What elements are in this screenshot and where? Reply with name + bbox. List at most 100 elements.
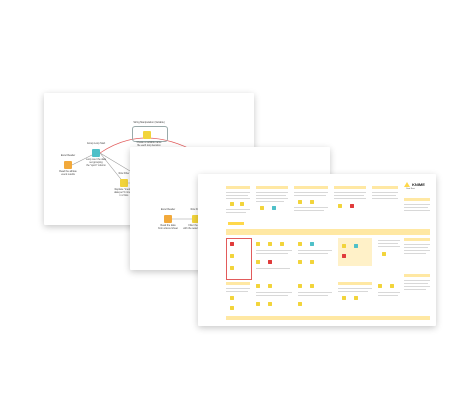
text-line xyxy=(256,253,288,254)
node-icon xyxy=(230,242,234,246)
node-metanode[interactable] xyxy=(143,131,151,139)
section-header xyxy=(404,198,430,201)
text-line xyxy=(372,198,398,199)
node-icon xyxy=(268,284,272,288)
node-excel-reader[interactable] xyxy=(164,215,172,223)
text-line xyxy=(226,192,250,193)
highlight-box xyxy=(226,238,252,280)
node-icon xyxy=(342,296,346,300)
node-group-loop-start[interactable] xyxy=(92,149,100,157)
brand-logo: KNIME xyxy=(412,182,425,187)
text-line xyxy=(404,289,426,290)
text-line xyxy=(404,253,426,254)
node-icon xyxy=(230,296,234,300)
text-line xyxy=(404,250,430,251)
text-line xyxy=(378,292,400,293)
text-line xyxy=(256,292,292,293)
node-icon xyxy=(390,284,394,288)
text-line xyxy=(378,240,400,241)
section-header xyxy=(256,186,288,189)
node-icon xyxy=(268,260,272,264)
node-icon xyxy=(298,302,302,306)
node-label-bottom: Read the athlete event results xyxy=(59,170,77,176)
header-text: Cheat Sheet xyxy=(406,189,415,190)
cheat-sheet-poster: KNIME Cheat Sheet xyxy=(198,174,436,326)
node-label-bottom: Loop over the data set grouping the "spo… xyxy=(86,158,106,167)
node-label-top: Excel Reader xyxy=(60,154,76,157)
text-line xyxy=(378,243,398,244)
text-line xyxy=(338,288,372,289)
node-icon xyxy=(310,242,314,246)
text-line xyxy=(334,195,364,196)
node-icon xyxy=(260,206,264,210)
node-row-filter[interactable] xyxy=(120,179,128,187)
text-line xyxy=(378,295,398,296)
node-icon xyxy=(256,302,260,306)
node-icon xyxy=(230,266,234,270)
text-line xyxy=(256,268,290,269)
node-icon xyxy=(338,204,342,208)
node-icon xyxy=(310,260,314,264)
node-label-bottom: Read the data from a Excel sheet xyxy=(158,224,178,230)
node-icon xyxy=(256,260,260,264)
node-icon xyxy=(298,242,302,246)
text-line xyxy=(334,192,366,193)
node-icon xyxy=(298,200,302,204)
text-line xyxy=(404,280,430,281)
section-header xyxy=(226,282,250,285)
node-icon xyxy=(230,306,234,310)
node-excel-reader[interactable] xyxy=(64,161,72,169)
text-line xyxy=(298,250,332,251)
node-icon xyxy=(298,284,302,288)
section-header xyxy=(338,282,372,285)
node-icon xyxy=(280,242,284,246)
text-line xyxy=(256,192,288,193)
text-line xyxy=(294,210,324,211)
text-line xyxy=(226,209,250,210)
text-line xyxy=(404,207,428,208)
text-line xyxy=(404,286,430,287)
section-header xyxy=(372,186,398,189)
node-icon xyxy=(342,244,346,248)
text-line xyxy=(226,198,250,199)
text-line xyxy=(404,204,430,205)
text-line xyxy=(334,198,366,199)
text-line xyxy=(256,295,288,296)
section-band xyxy=(226,229,430,235)
text-line xyxy=(298,292,332,293)
node-icon xyxy=(298,260,302,264)
text-line xyxy=(294,195,326,196)
node-label-top: Group Loop Start xyxy=(86,142,106,145)
text-line xyxy=(404,283,428,284)
text-line xyxy=(372,195,396,196)
text-line xyxy=(404,244,430,245)
text-line xyxy=(294,192,328,193)
text-line xyxy=(378,246,400,247)
text-line xyxy=(256,250,292,251)
text-line xyxy=(226,195,248,196)
text-line xyxy=(298,295,328,296)
text-line xyxy=(372,192,398,193)
node-icon xyxy=(378,284,382,288)
section-header xyxy=(334,186,366,189)
node-icon xyxy=(354,296,358,300)
text-line xyxy=(226,288,250,289)
metanode-box[interactable] xyxy=(132,126,168,142)
metanode-title: String Manipulation (Variable) xyxy=(133,121,165,124)
footer-band xyxy=(226,316,430,320)
node-icon xyxy=(240,202,244,206)
section-header xyxy=(294,186,328,189)
node-icon xyxy=(256,242,260,246)
node-label-top: Row Filter xyxy=(118,172,130,175)
section-tag xyxy=(228,222,244,225)
text-line xyxy=(256,195,286,196)
text-line xyxy=(294,207,328,208)
node-icon xyxy=(268,242,272,246)
node-row-filter[interactable] xyxy=(192,215,200,223)
text-line xyxy=(298,253,328,254)
node-icon xyxy=(354,244,358,248)
section-header xyxy=(404,238,430,241)
example-box xyxy=(338,238,372,266)
text-line xyxy=(404,247,428,248)
